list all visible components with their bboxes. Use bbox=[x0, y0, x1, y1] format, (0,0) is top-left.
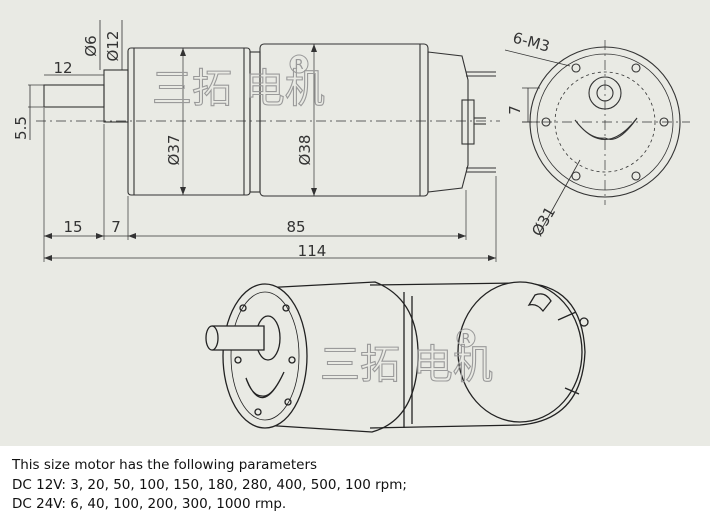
isometric-view bbox=[205, 281, 589, 433]
caption-line-3: DC 24V: 6, 40, 100, 200, 300, 1000 rmp. bbox=[12, 496, 287, 512]
holes-label: 6-M3 bbox=[511, 29, 552, 56]
parameters-caption: This size motor has the following parame… bbox=[12, 456, 702, 515]
crescent-slot bbox=[574, 117, 638, 141]
side-view bbox=[28, 20, 500, 262]
boss-diameter-label: Ø12 bbox=[104, 31, 122, 62]
dim-7-label: 7 bbox=[111, 218, 121, 236]
motor-drawing-svg: 15 7 85 114 12 Ø6 Ø12 5.5 Ø37 Ø38 6-M3 7… bbox=[12, 20, 690, 433]
registered-letter-top: R bbox=[294, 58, 303, 73]
watermark-top: 三拓 电机 R bbox=[151, 54, 325, 113]
registered-mark-top bbox=[289, 54, 309, 74]
caption-line-1: This size motor has the following parame… bbox=[12, 457, 318, 473]
registered-letter-bottom: R bbox=[461, 332, 470, 347]
flat-label: 5.5 bbox=[12, 116, 30, 140]
shaft-outline bbox=[43, 84, 105, 108]
watermark-bottom: 三拓 电机 R bbox=[319, 328, 493, 389]
caption-line-2: DC 12V: 3, 20, 50, 100, 150, 180, 280, 4… bbox=[12, 476, 407, 493]
gearbox-diameter-label: Ø37 bbox=[165, 135, 183, 166]
iso-motor-body bbox=[369, 282, 586, 429]
shaft-length-label: 12 bbox=[53, 59, 72, 77]
end-view bbox=[504, 40, 690, 233]
dim-85-label: 85 bbox=[286, 218, 305, 236]
motor-diameter-label: Ø38 bbox=[296, 135, 314, 166]
boss-outline bbox=[103, 69, 129, 123]
end-cap bbox=[427, 51, 469, 193]
technical-drawing: 15 7 85 114 12 Ø6 Ø12 5.5 Ø37 Ø38 6-M3 7… bbox=[0, 0, 710, 446]
watermark-text-bottom: 三拓 电机 bbox=[320, 342, 493, 388]
arrowheads bbox=[44, 44, 496, 261]
bolt-circle-label: Ø31 bbox=[528, 204, 559, 240]
flat-7-label: 7 bbox=[506, 105, 524, 115]
watermark-text-top: 三拓 电机 bbox=[152, 66, 325, 112]
registered-mark-bottom bbox=[456, 328, 476, 348]
dim-15-label: 15 bbox=[63, 218, 82, 236]
shaft-diameter-label: Ø6 bbox=[82, 35, 100, 56]
dim-114-label: 114 bbox=[298, 242, 327, 260]
